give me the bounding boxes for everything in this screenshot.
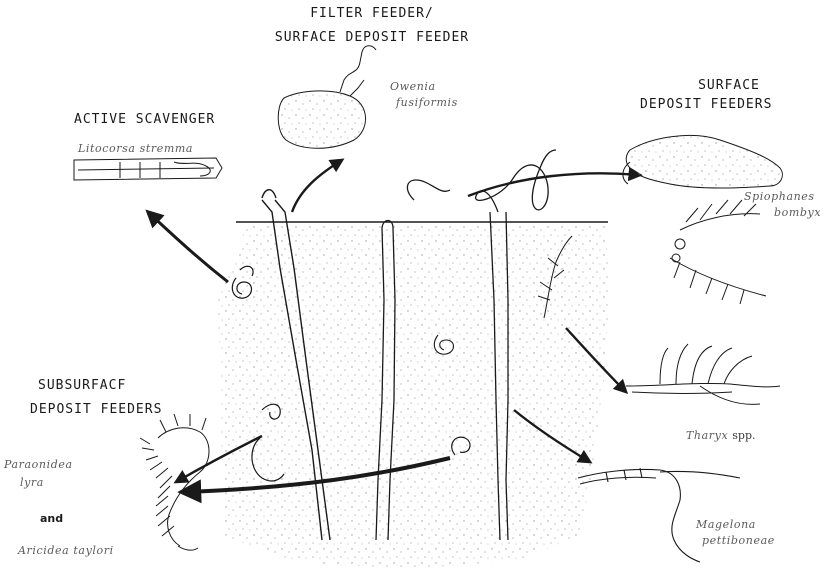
species-magelona-line1: Magelona [696, 518, 756, 531]
species-spiophanes-line2: bombyx [774, 206, 821, 219]
tharyx-drawing [626, 344, 780, 404]
species-spiophanes-line1: Spiophanes [744, 190, 815, 203]
species-aricidea: Aricidea taylori [18, 544, 114, 557]
label-subsurface-line1: SUBSURFACF [38, 378, 126, 393]
arrow-to-litocorsa [148, 212, 228, 282]
label-surface-line1: SURFACE [644, 78, 814, 93]
species-paraonidea-line2: lyra [20, 476, 44, 489]
species-litocorsa: Litocorsa stremma [78, 142, 193, 155]
species-tharyx: Tharyx spp. [686, 426, 756, 444]
species-tharyx-spp: spp. [732, 429, 755, 442]
owenia-drawing [278, 46, 376, 149]
litocorsa-drawing [74, 158, 222, 180]
label-and: and [40, 512, 63, 525]
magelona-drawing [578, 468, 740, 562]
paraonidea-drawing [140, 414, 209, 550]
label-filter-feeder-line2: SURFACE DEPOSIT FEEDER [236, 30, 508, 45]
label-active-scavenger: ACTIVE SCAVENGER [74, 112, 215, 127]
arrow-to-owenia [292, 160, 342, 212]
spiophanes-drawing [623, 135, 782, 304]
sediment-block [218, 222, 609, 568]
species-magelona-line2: pettiboneae [702, 534, 775, 547]
species-owenia-line1: Owenia [390, 80, 436, 93]
label-subsurface-line2: DEPOSIT FEEDERS [30, 402, 162, 417]
label-surface-line2: DEPOSIT FEEDERS [640, 97, 772, 112]
species-paraonidea-line1: Paraonidea [4, 458, 73, 471]
label-filter-feeder-line1: FILTER FEEDER/ [252, 6, 492, 21]
arrow-to-spiophanes [468, 173, 640, 196]
species-owenia-line2: fusiformis [396, 96, 458, 109]
species-tharyx-name: Tharyx [686, 429, 728, 442]
